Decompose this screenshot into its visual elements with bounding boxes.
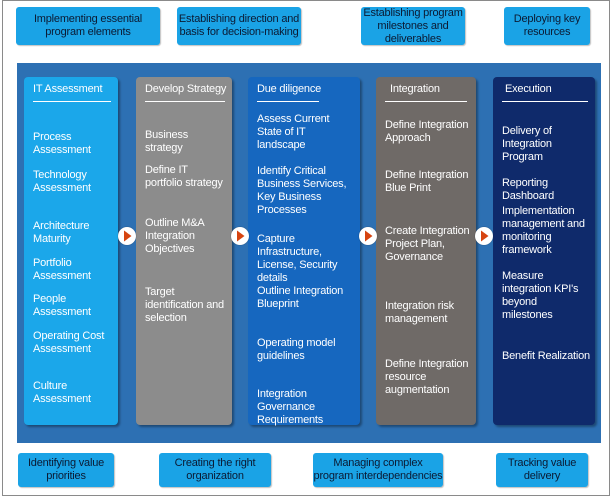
list-item: Delivery of Integration Program xyxy=(502,125,552,163)
list-item: Culture Assessment xyxy=(33,380,91,405)
column-develop-strategy: Develop Strategy Business strategy Defin… xyxy=(136,77,232,425)
column-title: Execution xyxy=(505,83,552,95)
list-item: Operating Cost Assessment xyxy=(33,330,105,355)
arrow-right-icon xyxy=(118,227,136,245)
list-item: Define Integration resource augmentation xyxy=(385,358,469,396)
list-item: Benefit Realization xyxy=(502,350,590,362)
column-divider xyxy=(33,101,111,102)
list-item: Implementation management and monitoring… xyxy=(502,205,585,256)
column-divider xyxy=(502,101,588,102)
arrow-right-icon xyxy=(475,227,493,245)
list-item: Outline Integration Blueprint xyxy=(257,285,344,310)
list-item: Integration Governance Requirements xyxy=(257,388,324,426)
column-divider xyxy=(385,101,467,102)
top-label-resources: Deploying key resources xyxy=(504,7,590,45)
list-item: Business strategy xyxy=(145,129,189,154)
column-it-assessment: IT Assessment Process Assessment Technol… xyxy=(24,77,118,425)
list-item: Operating model guidelines xyxy=(257,337,336,362)
list-item: People Assessment xyxy=(33,293,91,318)
arrow-right-icon xyxy=(359,227,377,245)
list-item: Measure integration KPI's beyond milesto… xyxy=(502,270,579,321)
list-item: Define Integration Approach xyxy=(385,119,469,144)
list-item: Process Assessment xyxy=(33,131,91,156)
bottom-label-organization: Creating the right organization xyxy=(159,453,271,487)
bottom-label-value-delivery: Tracking value delivery xyxy=(496,453,588,487)
column-title: Due diligence xyxy=(257,83,322,95)
list-item: Technology Assessment xyxy=(33,169,91,194)
list-item: Define IT portfolio strategy xyxy=(145,164,223,189)
list-item: Portfolio Assessment xyxy=(33,257,91,282)
bottom-label-value-priorities: Identifying value priorities xyxy=(18,453,114,487)
list-item: Create Integration Project Plan, Governa… xyxy=(385,225,470,263)
list-item: Assess Current State of IT landscape xyxy=(257,113,330,151)
top-label-direction: Establishing direction and basis for dec… xyxy=(177,7,301,45)
column-execution: Execution Delivery of Integration Progra… xyxy=(493,77,595,425)
list-item: Identify Critical Business Services, Key… xyxy=(257,165,347,216)
list-item: Architecture Maturity xyxy=(33,220,90,245)
list-item: Integration risk management xyxy=(385,300,454,325)
list-item: Outline M&A Integration Objectives xyxy=(145,217,204,255)
column-title: Develop Strategy xyxy=(145,83,227,95)
arrow-right-icon xyxy=(231,227,249,245)
column-due-diligence: Due diligence Assess Current State of IT… xyxy=(248,77,360,426)
list-item: Target identification and selection xyxy=(145,286,224,324)
top-label-milestones: Establishing program milestones and deli… xyxy=(361,7,465,45)
top-label-implementing: Implementing essential program elements xyxy=(16,7,160,45)
list-item: Reporting Dashboard xyxy=(502,177,555,202)
column-divider xyxy=(145,101,225,102)
list-item: Define Integration Blue Print xyxy=(385,169,469,194)
bottom-label-interdependencies: Managing complex program interdependenci… xyxy=(313,453,443,487)
column-integration: Integration Define Integration Approach … xyxy=(376,77,476,425)
column-divider xyxy=(257,101,319,102)
column-title: Integration xyxy=(390,83,440,95)
column-title: IT Assessment xyxy=(33,83,103,95)
list-item: Capture Infrastructure, License, Securit… xyxy=(257,233,338,284)
